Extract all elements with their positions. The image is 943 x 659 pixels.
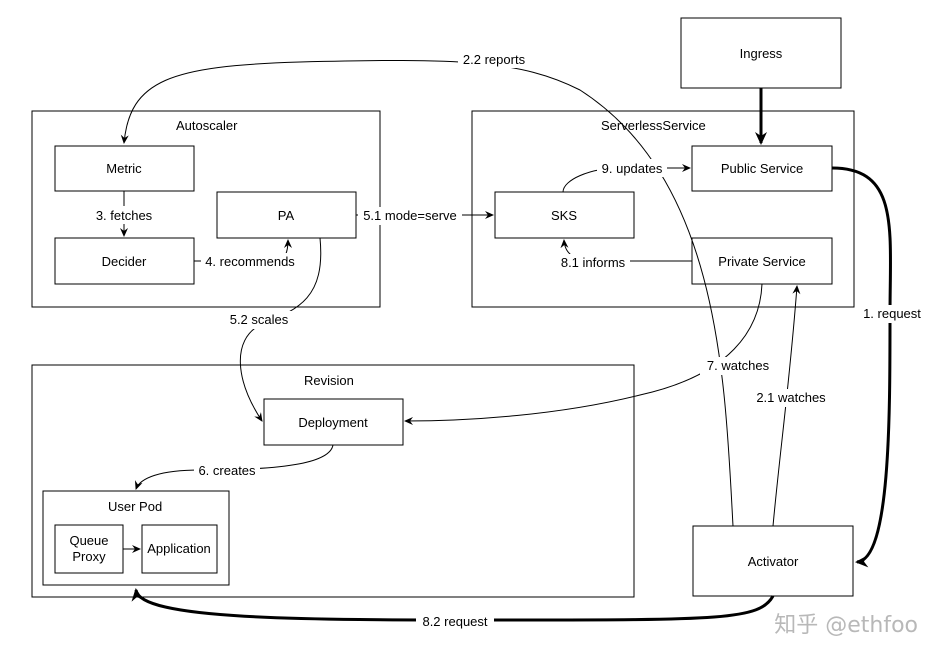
application-label: Application: [147, 541, 211, 556]
deployment-node: [263, 398, 404, 446]
ingress-label: Ingress: [740, 46, 783, 61]
ingress-node: [680, 17, 842, 89]
decider-label: Decider: [102, 254, 147, 269]
application-node: [141, 524, 218, 574]
creates-label: 6. creates: [198, 463, 256, 478]
request-82-label: 8.2 request: [422, 614, 487, 629]
serverless-service-title: ServerlessService: [601, 118, 706, 133]
public-service-label: Public Service: [721, 161, 803, 176]
watches-21-label: 2.1 watches: [756, 390, 826, 405]
recommends-label: 4. recommends: [205, 254, 295, 269]
queue-proxy-node: [54, 524, 124, 574]
edge-watches-21: [772, 285, 801, 527]
metric-label: Metric: [106, 161, 142, 176]
public-service-node: [691, 145, 833, 192]
deployment-label: Deployment: [298, 415, 368, 430]
activator-label: Activator: [748, 554, 799, 569]
fetches-label: 3. fetches: [96, 208, 153, 223]
request-1-label: 1. request: [863, 306, 921, 321]
mode-serve-label: 5.1 mode=serve: [363, 208, 457, 223]
reports-label: 2.2 reports: [463, 52, 526, 67]
private-service-label: Private Service: [718, 254, 805, 269]
activator-node: [692, 525, 854, 597]
autoscaler-title: Autoscaler: [176, 118, 238, 133]
edge-reports: [120, 59, 734, 527]
informs-label: 8.1 informs: [561, 255, 626, 270]
user-pod-title: User Pod: [108, 499, 162, 514]
metric-node: [54, 145, 195, 192]
watermark: 知乎 @ethfoo: [774, 613, 918, 638]
updates-label: 9. updates: [602, 161, 663, 176]
revision-title: Revision: [304, 373, 354, 388]
scales-label: 5.2 scales: [230, 312, 289, 327]
watches-7-label: 7. watches: [707, 358, 770, 373]
sks-node: [494, 191, 635, 239]
queue-proxy-label-line2: Proxy: [72, 549, 106, 564]
private-service-node: [691, 237, 833, 285]
edge-watches-7: [404, 283, 763, 425]
queue-proxy-label-line1: Queue: [69, 533, 108, 548]
pa-label: PA: [278, 208, 295, 223]
pa-node: [216, 191, 357, 239]
sks-label: SKS: [551, 208, 577, 223]
decider-node: [54, 237, 195, 285]
